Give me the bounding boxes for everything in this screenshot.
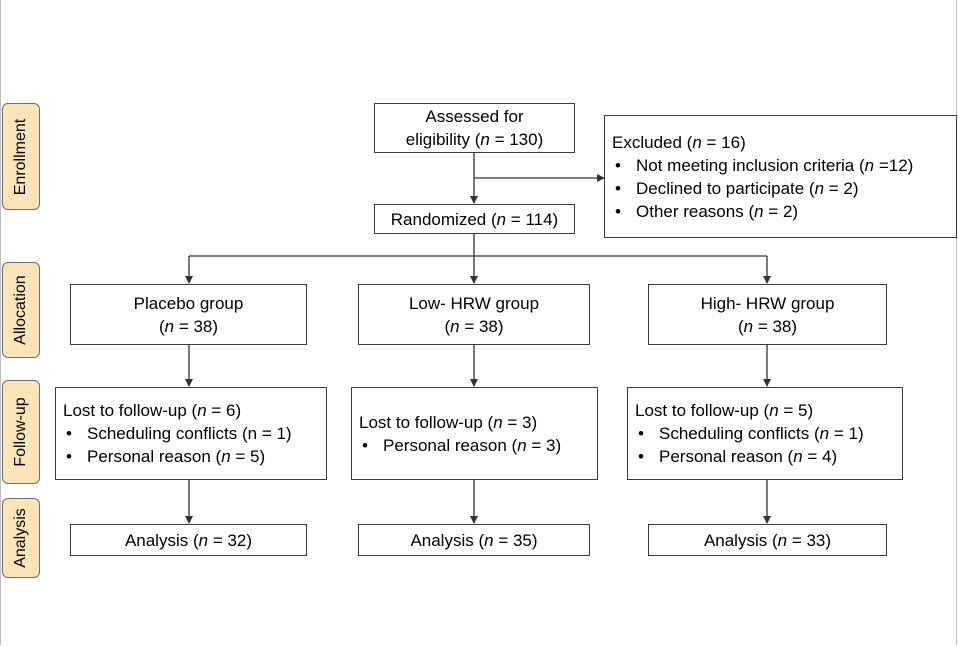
excluded-item: Other reasons (n = 2) <box>612 200 956 223</box>
analysis-label: Analysis (n = 35) <box>410 530 538 550</box>
assessed-line1: Assessed for <box>425 107 524 126</box>
excluded-item: Declined to participate (n = 2) <box>612 177 956 200</box>
stage-followup-label: Follow-up <box>12 397 29 467</box>
group-count: (n = 38) <box>158 316 219 336</box>
stage-allocation-label: Allocation <box>12 275 29 345</box>
stage-analysis: Analysis <box>2 498 40 578</box>
followup-box-placebo: Lost to follow-up (n = 6) Scheduling con… <box>55 387 327 480</box>
stage-enrollment: Enrollment <box>2 103 40 210</box>
followup-item: Scheduling conflicts (n = 1) <box>63 422 326 445</box>
followup-box-low-hrw: Lost to follow-up (n = 3) Personal reaso… <box>351 387 598 480</box>
stage-analysis-label: Analysis <box>12 508 29 568</box>
analysis-box-high-hrw: Analysis (n = 33) <box>648 524 887 556</box>
analysis-label: Analysis (n = 33) <box>703 530 832 550</box>
stage-allocation: Allocation <box>2 262 40 358</box>
randomized-box: Randomized (n = 114) <box>374 204 575 234</box>
followup-item: Personal reason (n = 3) <box>359 434 597 457</box>
followup-title: Lost to follow-up (n = 6) <box>63 401 242 420</box>
analysis-label: Analysis (n = 32) <box>124 530 253 550</box>
assessed-box: Assessed for eligibility (n = 130) <box>374 103 575 153</box>
followup-item: Personal reason (n = 4) <box>635 445 902 468</box>
stage-followup: Follow-up <box>2 380 40 484</box>
assessed-line2: eligibility (n = 130) <box>405 130 544 149</box>
group-name: Placebo group <box>133 293 244 313</box>
followup-title: Lost to follow-up (n = 3) <box>359 412 538 432</box>
excluded-item: Not meeting inclusion criteria (n =12) <box>612 154 956 177</box>
group-name: Low- HRW group <box>408 293 540 313</box>
group-box-high-hrw: High- HRW group (n = 38) <box>648 284 887 345</box>
randomized-label: Randomized (n = 114) <box>390 209 559 229</box>
analysis-box-low-hrw: Analysis (n = 35) <box>358 524 590 556</box>
group-name: High- HRW group <box>700 293 835 313</box>
group-count: (n = 38) <box>444 316 504 336</box>
followup-title: Lost to follow-up (n = 5) <box>635 401 814 420</box>
excluded-box: Excluded (n = 16) Not meeting inclusion … <box>604 115 957 238</box>
followup-item: Scheduling conflicts (n = 1) <box>635 422 902 445</box>
group-count: (n = 38) <box>737 316 798 336</box>
analysis-box-placebo: Analysis (n = 32) <box>70 524 307 556</box>
excluded-title: Excluded (n = 16) <box>612 132 746 152</box>
followup-box-high-hrw: Lost to follow-up (n = 5) Scheduling con… <box>627 387 903 480</box>
group-box-low-hrw: Low- HRW group (n = 38) <box>358 284 590 345</box>
group-box-placebo: Placebo group (n = 38) <box>70 284 307 345</box>
followup-item: Personal reason (n = 5) <box>63 445 326 468</box>
stage-enrollment-label: Enrollment <box>12 118 29 195</box>
